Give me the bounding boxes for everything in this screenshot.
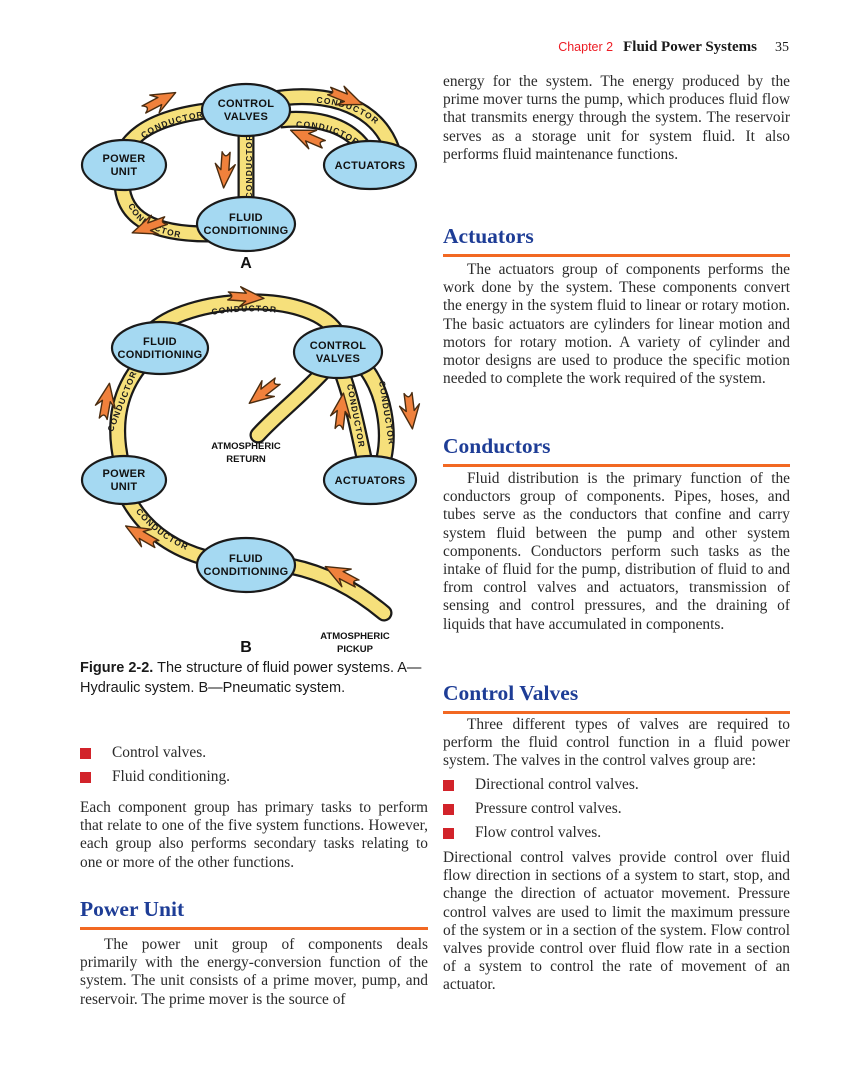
svg-text:POWER: POWER bbox=[102, 468, 145, 480]
section-heading-conductors: Conductors bbox=[443, 434, 551, 458]
bullet-square-icon bbox=[443, 828, 454, 840]
heading-rule bbox=[80, 927, 428, 930]
power-unit-paragraph: The power unit group of components deals… bbox=[80, 936, 428, 1008]
bullet-square-icon bbox=[443, 804, 454, 816]
node-control-valves bbox=[200, 82, 292, 138]
section-heading-power-unit: Power Unit bbox=[80, 897, 185, 921]
node-label-actuators: ACTUATORS bbox=[335, 160, 406, 172]
bullet-text: Directional control valves. bbox=[475, 776, 639, 793]
svg-text:ACTUATORS: ACTUATORS bbox=[335, 475, 406, 487]
svg-text:CONTROL: CONTROL bbox=[218, 98, 274, 110]
node-actuators bbox=[322, 139, 418, 191]
book-title: Fluid Power Systems bbox=[623, 39, 757, 55]
list-item: Pressure control valves. bbox=[443, 800, 790, 818]
heading-rule bbox=[443, 254, 790, 257]
intro-paragraph: energy for the system. The energy produc… bbox=[443, 73, 790, 163]
node-label-control-valves: CONTROL bbox=[218, 98, 274, 110]
svg-text:FLUID: FLUID bbox=[143, 336, 177, 348]
svg-text:CONDITIONING: CONDITIONING bbox=[118, 349, 203, 361]
node-power-unit bbox=[80, 454, 168, 506]
bullet-text: Flow control valves. bbox=[475, 824, 602, 842]
diagram-a-hydraulic-system: CONDUCTOR CONDUCTOR CONDUCTOR CONDUCTOR … bbox=[80, 81, 418, 272]
svg-text:CONDITIONING: CONDITIONING bbox=[204, 566, 289, 578]
section-power-unit: Power Unit bbox=[80, 897, 428, 930]
svg-text:POWER: POWER bbox=[102, 153, 145, 165]
section-heading-control-valves: Control Valves bbox=[443, 681, 579, 705]
bullet-text: Fluid conditioning. bbox=[112, 768, 230, 786]
svg-text:FLUID: FLUID bbox=[229, 212, 263, 224]
svg-text:VALVES: VALVES bbox=[316, 353, 360, 365]
node-label-power-unit: POWER bbox=[102, 153, 145, 165]
section-control-valves: Control Valves bbox=[443, 681, 790, 714]
node-label-fluid-conditioning: FLUID bbox=[229, 212, 263, 224]
conductors-paragraph: Fluid distribution is the primary functi… bbox=[443, 470, 790, 633]
bullet-square-icon bbox=[80, 748, 91, 759]
node-fluid-conditioning bbox=[195, 195, 297, 253]
conductor-label: CONDUCTOR bbox=[211, 303, 278, 316]
component-nodes-b: FLUID CONDITIONING CONTROL VALVES POWER … bbox=[80, 320, 418, 594]
node-power-unit bbox=[80, 138, 168, 192]
left-paragraph: Each component group has primary tasks t… bbox=[80, 799, 428, 871]
valve-types-bullet-list: Directional control valves. Pressure con… bbox=[443, 776, 790, 849]
node-fluid-conditioning bbox=[110, 320, 210, 376]
heading-rule bbox=[443, 464, 790, 467]
svg-text:UNIT: UNIT bbox=[111, 166, 138, 178]
flow-arrow-icon bbox=[212, 150, 237, 190]
bullet-square-icon bbox=[80, 772, 91, 784]
atmospheric-return-label: ATMOSPHERIC bbox=[211, 441, 281, 452]
diagram-a-letter: A bbox=[240, 255, 252, 272]
component-nodes-a: CONTROL VALVES POWER UNIT ACTUATORS FLUI… bbox=[80, 82, 418, 253]
svg-text:CONTROL: CONTROL bbox=[310, 340, 366, 352]
svg-text:VALVES: VALVES bbox=[224, 111, 268, 123]
control-valves-paragraph-2: Directional control valves provide contr… bbox=[443, 849, 790, 994]
list-item: Directional control valves. bbox=[443, 776, 790, 794]
heading-rule bbox=[443, 711, 790, 714]
figure-caption-label: Figure 2-2. bbox=[80, 660, 154, 676]
svg-text:UNIT: UNIT bbox=[111, 481, 138, 493]
bullet-square-icon bbox=[443, 780, 454, 791]
page-number: 35 bbox=[775, 40, 789, 55]
svg-text:RETURN: RETURN bbox=[226, 454, 266, 465]
bullet-text: Pressure control valves. bbox=[475, 800, 622, 818]
svg-text:PICKUP: PICKUP bbox=[337, 644, 374, 655]
diagram-b-pneumatic-system: CONDUCTOR CONDUCTOR CONDUCTOR CONDUCTOR … bbox=[80, 285, 424, 656]
bullet-text: Control valves. bbox=[112, 744, 207, 761]
conductor-label: CONDUCTOR bbox=[244, 134, 254, 199]
node-fluid-conditioning bbox=[195, 536, 297, 594]
page-header: Chapter 2 Fluid Power Systems 35 bbox=[558, 38, 789, 56]
chapter-label: Chapter 2 bbox=[558, 40, 614, 54]
actuators-paragraph: The actuators group of components perfor… bbox=[443, 261, 790, 388]
left-bullet-list: Control valves. Fluid conditioning. bbox=[80, 744, 428, 792]
section-heading-actuators: Actuators bbox=[443, 224, 534, 248]
list-item: Flow control valves. bbox=[443, 824, 790, 842]
node-control-valves bbox=[292, 324, 384, 380]
control-valves-paragraph-1: Three different types of valves are requ… bbox=[443, 716, 790, 770]
node-actuators bbox=[322, 454, 418, 506]
atmospheric-pickup-label: ATMOSPHERIC bbox=[320, 631, 390, 642]
diagram-b-letter: B bbox=[240, 639, 252, 656]
list-item: Control valves. bbox=[80, 744, 428, 762]
list-item: Fluid conditioning. bbox=[80, 768, 428, 786]
section-conductors: Conductors bbox=[443, 434, 790, 467]
svg-text:CONDITIONING: CONDITIONING bbox=[204, 225, 289, 237]
svg-text:FLUID: FLUID bbox=[229, 553, 263, 565]
figure-caption-text: The structure of fluid power systems. A—… bbox=[80, 660, 422, 696]
figure-caption: Figure 2-2. The structure of fluid power… bbox=[80, 659, 428, 698]
flow-arrow-icon bbox=[397, 391, 424, 431]
section-actuators: Actuators bbox=[443, 224, 790, 257]
